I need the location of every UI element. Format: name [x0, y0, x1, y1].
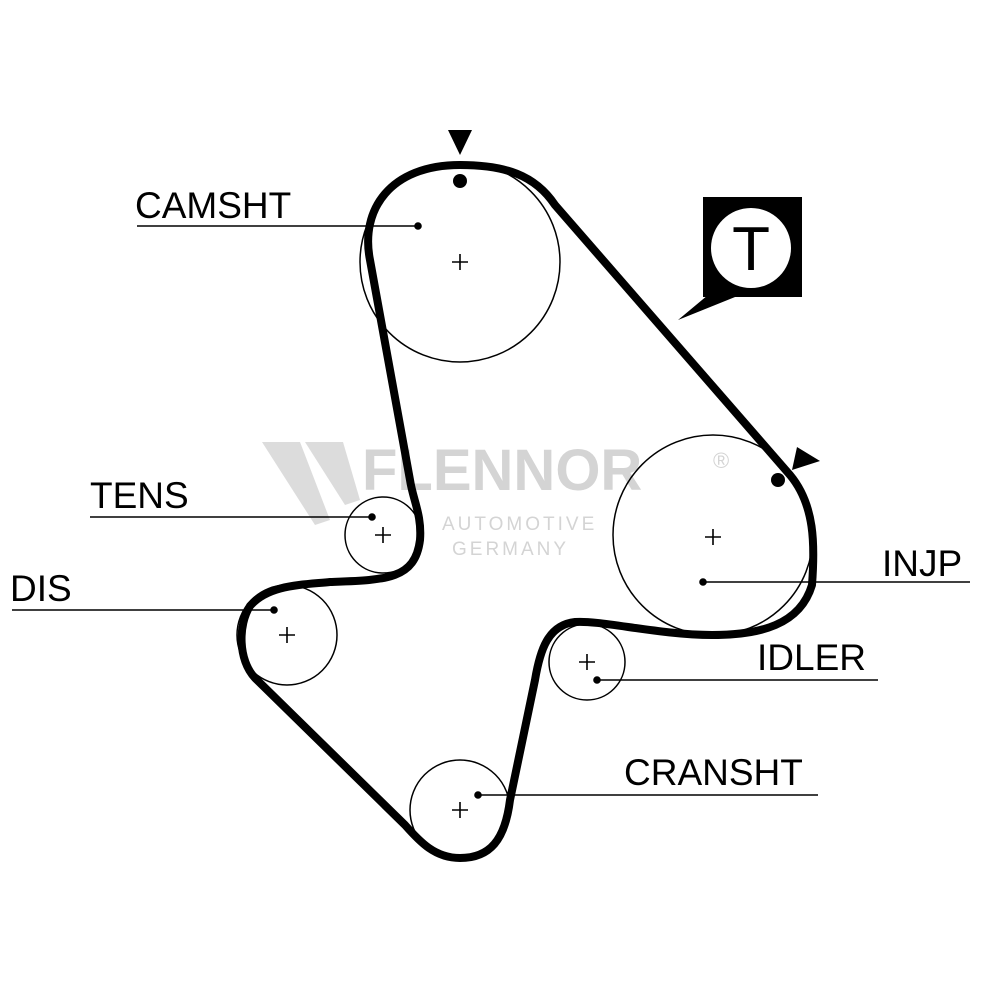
timing-mark-icon — [792, 447, 820, 470]
watermark-line1: AUTOMOTIVE — [442, 514, 597, 535]
timing-belt — [237, 161, 818, 862]
plus-center-icon — [705, 529, 721, 545]
leader-lines — [12, 222, 970, 799]
plus-center-icon — [452, 802, 468, 818]
plus-center-icon — [279, 627, 295, 643]
timing-mark-icon — [448, 130, 472, 155]
timing-marks — [448, 130, 820, 487]
injection-pump-dot — [771, 473, 785, 487]
crankshaft-label: CRANSHT — [624, 752, 803, 793]
watermark-registered: ® — [713, 448, 729, 473]
tensioner-label: TENS — [90, 475, 189, 516]
plus-center-icon — [452, 254, 468, 270]
watermark-line2: GERMANY — [452, 539, 569, 560]
tension-badge: T — [678, 197, 802, 320]
idler-label: IDLER — [757, 637, 866, 678]
pulley-centers — [279, 254, 721, 818]
badge-letter: T — [732, 215, 770, 284]
labels: CAMSHT TENS DIS INJP IDLER CRANSHT — [10, 185, 962, 793]
distributor-label: DIS — [10, 568, 72, 609]
watermark: FLENNOR ® AUTOMOTIVE GERMANY — [262, 438, 729, 560]
injection-pump-label: INJP — [882, 543, 962, 584]
watermark-logo-icon — [262, 442, 330, 525]
camshaft-label: CAMSHT — [135, 185, 291, 226]
camshaft-dot — [453, 174, 467, 188]
plus-center-icon — [375, 527, 391, 543]
plus-center-icon — [579, 654, 595, 670]
